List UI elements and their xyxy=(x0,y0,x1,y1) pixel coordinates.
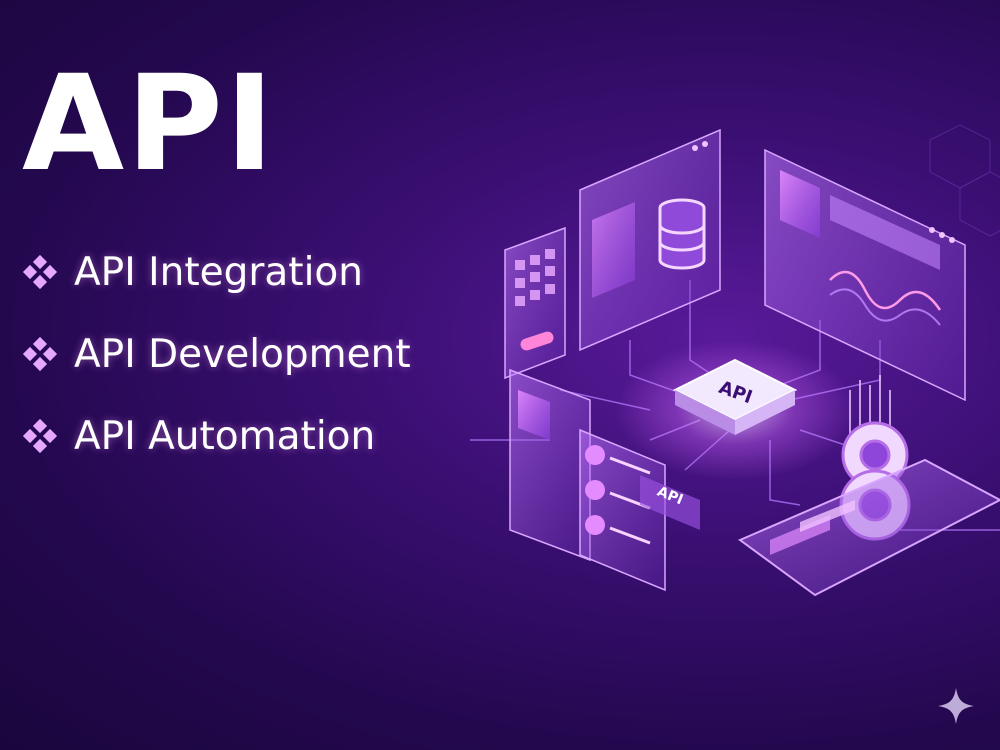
diamond-bullet-icon xyxy=(22,254,58,290)
hexagon-pattern xyxy=(929,124,1000,237)
tablet-device xyxy=(738,458,1000,597)
api-chip: API xyxy=(672,358,798,435)
monitor-panel xyxy=(764,148,966,402)
list-panel: API xyxy=(509,368,700,592)
feature-list: API Integration API Development API Auto… xyxy=(20,248,411,494)
database-panel xyxy=(579,128,721,352)
page-title: API xyxy=(22,47,277,201)
diamond-bullet-icon xyxy=(22,418,58,454)
sparkle-icon xyxy=(938,688,974,724)
feature-item-development: API Development xyxy=(20,330,411,378)
database-icon xyxy=(658,198,706,270)
diamond-bullet-icon xyxy=(22,336,58,372)
feature-label: API Automation xyxy=(74,413,376,459)
feature-item-integration: API Integration xyxy=(20,248,411,296)
phone-device xyxy=(504,226,566,380)
feature-label: API Development xyxy=(74,331,411,377)
api-network-illustration: API API xyxy=(470,124,1000,597)
feature-label: API Integration xyxy=(74,249,363,295)
feature-item-automation: API Automation xyxy=(20,412,411,460)
